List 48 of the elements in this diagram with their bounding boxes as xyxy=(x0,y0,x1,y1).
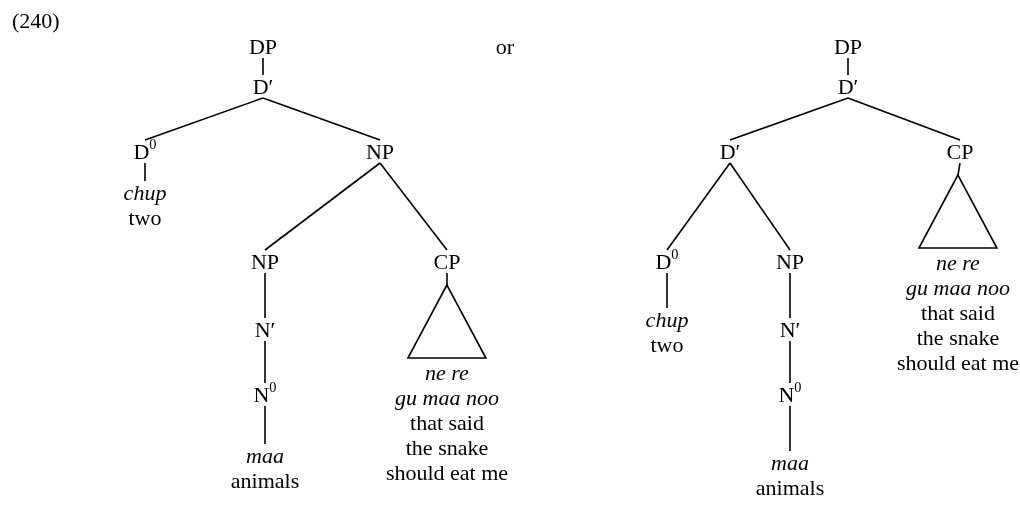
category-label: CP xyxy=(433,249,461,274)
branch-line xyxy=(666,162,731,251)
branch-line xyxy=(264,162,381,251)
branch-line xyxy=(789,272,791,319)
branch-line xyxy=(262,97,381,141)
category-label: NP xyxy=(365,139,395,164)
branch-line xyxy=(144,162,146,182)
gloss-label: two xyxy=(128,205,162,230)
branch-line xyxy=(264,272,266,319)
category-label: N$^{0}$ xyxy=(253,382,277,407)
branch-line xyxy=(264,405,266,445)
category-label: N$^{0}$ xyxy=(778,382,802,407)
category-label: D$^{0}$ xyxy=(133,139,157,164)
word-label: chup xyxy=(645,307,689,332)
branch-line xyxy=(729,97,849,141)
branch-line xyxy=(144,97,264,141)
gloss-label: that said the snake should eat me xyxy=(896,300,1020,375)
category-label: N′ xyxy=(779,317,801,342)
branch-line xyxy=(666,272,668,309)
branch-line xyxy=(847,97,961,141)
word-label: chup xyxy=(123,180,167,205)
gloss-label: two xyxy=(650,332,684,357)
branch-line xyxy=(957,162,961,176)
category-label: CP xyxy=(946,139,974,164)
gloss-label: that said the snake should eat me xyxy=(385,410,509,485)
category-label: D′ xyxy=(719,139,741,164)
category-label: D′ xyxy=(252,74,274,99)
category-label: NP xyxy=(775,249,805,274)
branch-line xyxy=(729,162,791,251)
category-label: D$^{0}$ xyxy=(655,249,679,274)
word-label: maa xyxy=(771,450,809,475)
branch-line xyxy=(789,340,791,384)
branch-line xyxy=(847,57,849,76)
branch-line xyxy=(264,340,266,384)
branch-line xyxy=(379,162,448,251)
category-label: N′ xyxy=(254,317,276,342)
branch-line xyxy=(262,57,264,76)
category-label: DP xyxy=(248,34,278,59)
connective-text: or xyxy=(495,34,515,59)
category-label: DP xyxy=(833,34,863,59)
gloss-label: animals xyxy=(230,468,300,493)
category-label: D′ xyxy=(837,74,859,99)
gloss-label: animals xyxy=(755,475,825,500)
branch-line xyxy=(446,272,448,286)
word-label: maa xyxy=(246,443,284,468)
branch-line xyxy=(789,405,791,452)
example-number: (240) xyxy=(12,8,60,33)
category-label: NP xyxy=(250,249,280,274)
